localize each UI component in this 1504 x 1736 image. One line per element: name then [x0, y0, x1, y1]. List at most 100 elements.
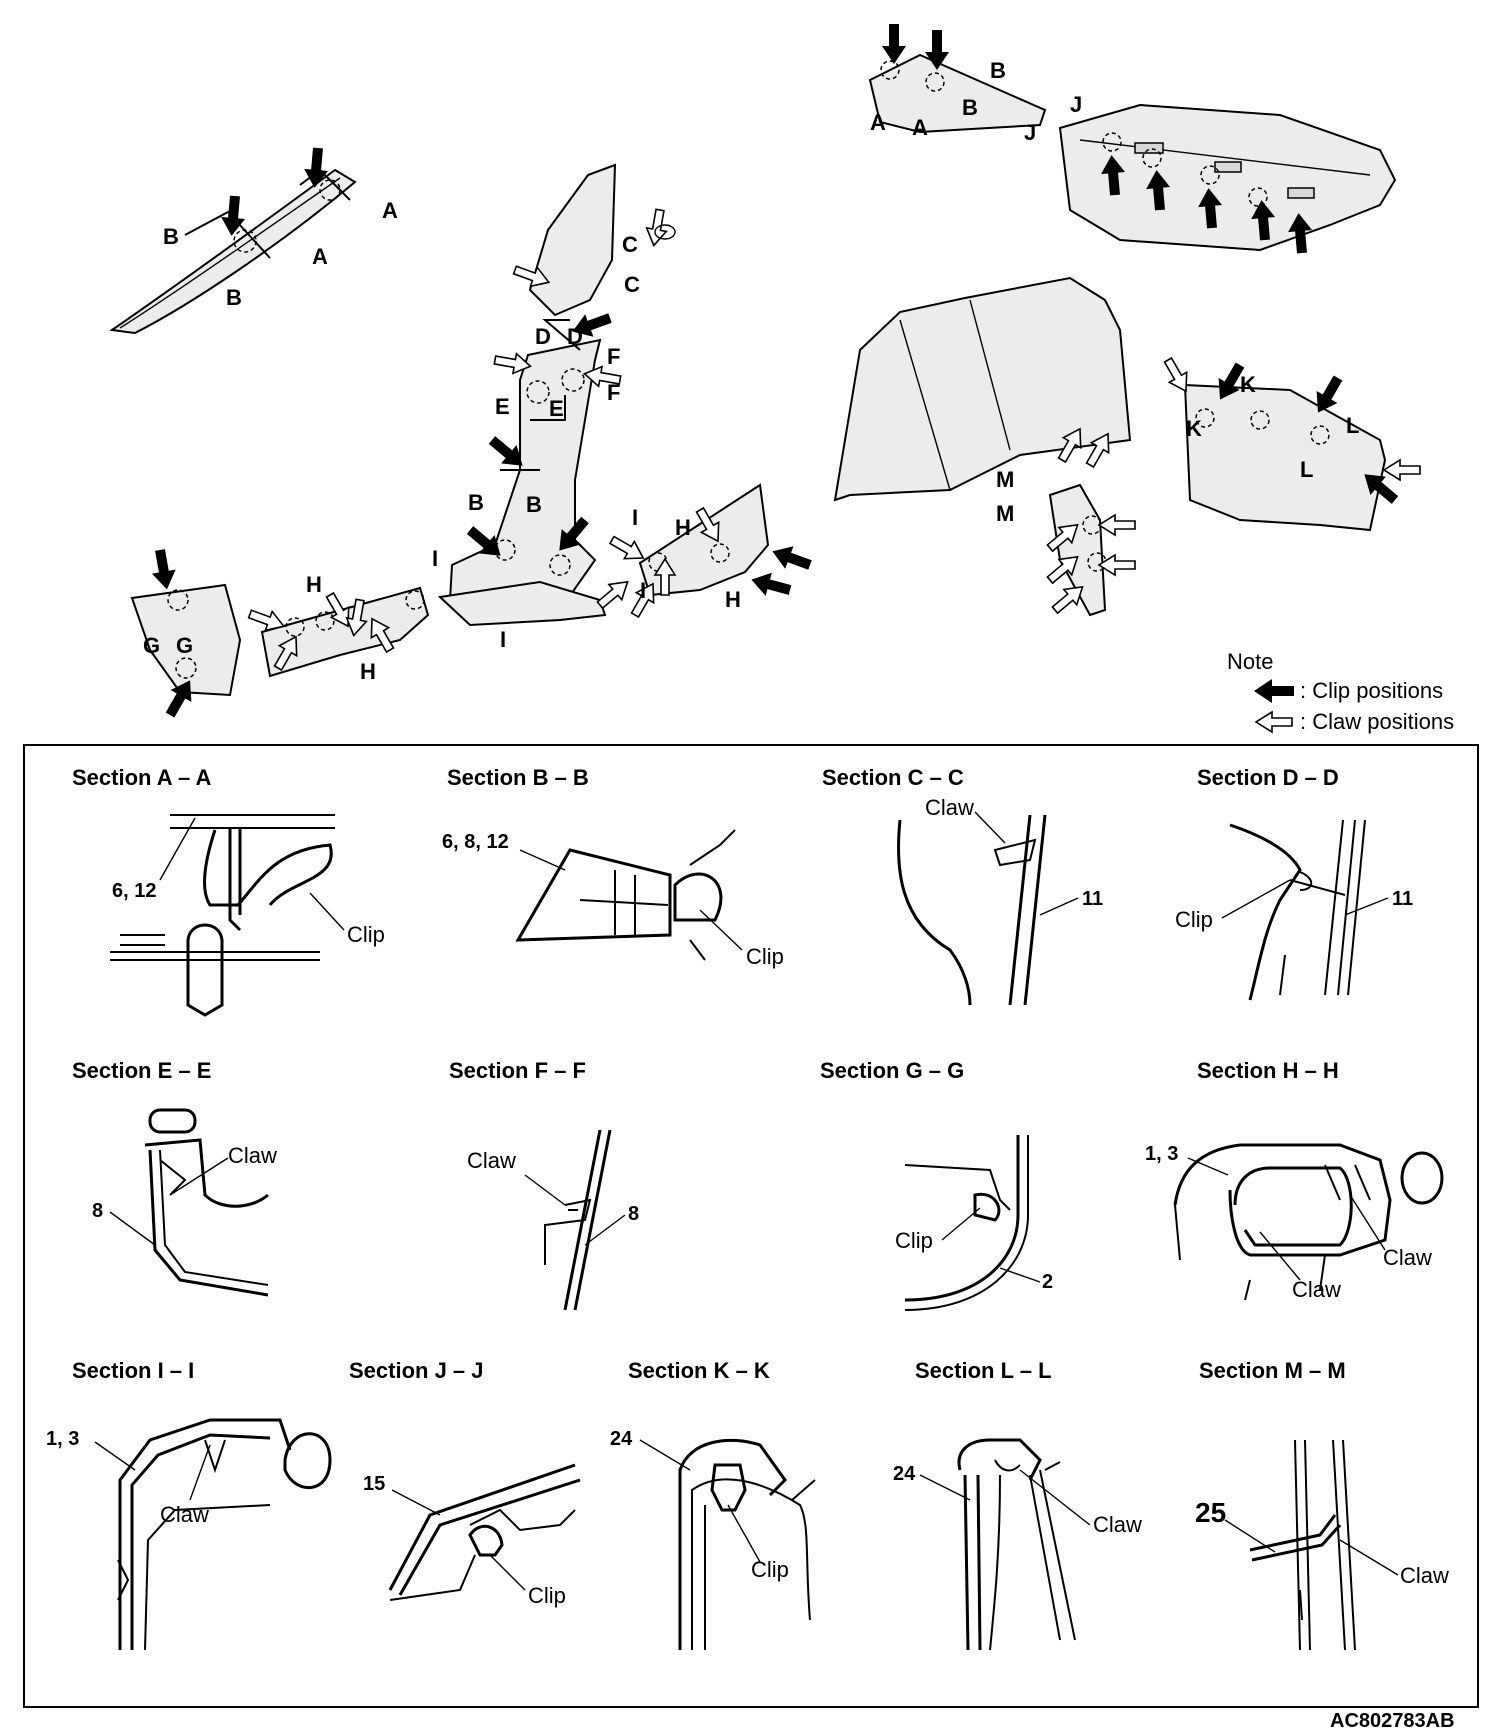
callout-k: K	[1186, 416, 1202, 441]
callout-i: I	[500, 627, 506, 652]
claw-label: Claw	[1400, 1563, 1449, 1588]
part-number: 24	[610, 1428, 633, 1450]
part-number: 8	[628, 1203, 639, 1225]
figure-code: AC802783AB	[1330, 1710, 1455, 1732]
section-title: Section B – B	[447, 765, 589, 790]
center-pillar-trim: C C D D F F E E B B	[448, 163, 676, 612]
callout-g: G	[176, 633, 193, 658]
part-number: 6, 12	[112, 880, 156, 902]
claw-label: Claw	[1093, 1512, 1142, 1537]
callout-l: L	[1300, 457, 1313, 482]
section-b-b: Section B – B 6, 8, 12 Clip	[442, 765, 784, 969]
section-title: Section L – L	[915, 1358, 1052, 1383]
section-a-a: Section A – A 6, 12 Clip	[72, 765, 385, 1017]
part-number: 11	[1392, 888, 1413, 910]
callout-h: H	[306, 572, 322, 597]
claw-label: Claw	[925, 795, 974, 820]
clip-label: Clip	[746, 944, 784, 969]
callout-a: A	[912, 115, 928, 140]
section-title: Section J – J	[349, 1358, 484, 1383]
section-f-f: Section F – F Claw 8	[449, 1058, 639, 1311]
sill-trims: G G H H I I I H I H	[130, 483, 815, 721]
section-m-m: Section M – M 25 Claw	[1195, 1358, 1449, 1651]
callout-h: H	[360, 659, 376, 684]
section-l-l: Section L – L 24 Claw	[893, 1358, 1142, 1651]
callout-c: C	[624, 272, 640, 297]
section-g-g: Section G – G Clip 2	[820, 1058, 1053, 1311]
callout-a: A	[382, 198, 398, 223]
part-number: 1, 3	[46, 1428, 79, 1450]
callout-i: I	[432, 546, 438, 571]
clip-label: Clip	[528, 1583, 566, 1608]
callout-m: M	[996, 501, 1014, 526]
callout-h: H	[675, 515, 691, 540]
clip-label: Clip	[895, 1228, 933, 1253]
section-title: Section M – M	[1199, 1358, 1346, 1383]
claw-legend-icon	[1255, 711, 1293, 733]
clip-legend-label: : Clip positions	[1300, 678, 1443, 703]
note-title: Note	[1227, 649, 1273, 674]
callout-c: C	[622, 232, 638, 257]
part-number: 6, 8, 12	[442, 831, 509, 853]
section-h-h: Section H – H 1, 3 Claw Claw	[1145, 1058, 1444, 1302]
callout-i: I	[640, 578, 646, 603]
callout-j: J	[1024, 120, 1036, 145]
callout-a: A	[870, 110, 886, 135]
callout-f: F	[607, 344, 620, 369]
claw-legend-label: : Claw positions	[1300, 709, 1454, 734]
callout-g: G	[143, 633, 160, 658]
callout-b: B	[163, 224, 179, 249]
claw-label: Claw	[228, 1143, 277, 1168]
clip-label: Clip	[347, 922, 385, 947]
callout-b: B	[468, 490, 484, 515]
part-number: 24	[893, 1463, 916, 1485]
callout-j: J	[1070, 92, 1082, 117]
section-j-j: Section J – J 15 Clip	[349, 1358, 581, 1608]
legend-note: Note : Clip positions : Claw positions	[1227, 649, 1454, 734]
section-k-k: Section K – K 24 Clip	[610, 1358, 816, 1650]
section-title: Section A – A	[72, 765, 211, 790]
section-title: Section H – H	[1197, 1058, 1339, 1083]
callout-a: A	[312, 244, 328, 269]
callout-e: E	[549, 396, 564, 421]
section-title: Section F – F	[449, 1058, 586, 1083]
callout-k: K	[1240, 372, 1256, 397]
section-title: Section K – K	[628, 1358, 770, 1383]
clip-label: Clip	[1175, 907, 1213, 932]
callout-h: H	[725, 587, 741, 612]
callout-m: M	[996, 467, 1014, 492]
callout-b: B	[526, 492, 542, 517]
clip-label: Clip	[751, 1557, 789, 1582]
part-number: 15	[363, 1473, 385, 1495]
callout-b: B	[226, 285, 242, 310]
callout-e: E	[495, 394, 510, 419]
callout-b: B	[962, 95, 978, 120]
section-title: Section E – E	[72, 1058, 211, 1083]
part-number: 8	[92, 1200, 103, 1222]
callout-l: L	[1346, 413, 1359, 438]
clip-legend-icon	[1254, 679, 1294, 703]
front-pillar-trim: B B A A	[109, 146, 398, 335]
section-i-i: Section I – I 1, 3 Claw	[46, 1358, 332, 1651]
callout-d: D	[535, 324, 551, 349]
claw-label: Claw	[1292, 1277, 1341, 1302]
part-number: 11	[1082, 888, 1103, 910]
section-c-c: Section C – C Claw 11	[822, 765, 1103, 1006]
section-e-e: Section E – E Claw 8	[72, 1058, 277, 1297]
claw-label: Claw	[467, 1148, 516, 1173]
section-title: Section C – C	[822, 765, 964, 790]
callout-b: B	[990, 58, 1006, 83]
claw-label: Claw	[1383, 1245, 1432, 1270]
section-title: Section G – G	[820, 1058, 964, 1083]
section-d-d: Section D – D Clip 11	[1175, 765, 1413, 1001]
section-title: Section I – I	[72, 1358, 194, 1383]
claw-label: Claw	[160, 1502, 209, 1527]
quarter-trims: K K L L M M	[833, 276, 1421, 619]
callout-f: F	[607, 380, 620, 405]
part-number: 1, 3	[1145, 1143, 1178, 1165]
callout-i: I	[632, 505, 638, 530]
rear-shelf-trim: B B A A J J	[868, 24, 1397, 255]
part-number: 2	[1042, 1271, 1053, 1293]
part-number: 25	[1195, 1497, 1226, 1528]
